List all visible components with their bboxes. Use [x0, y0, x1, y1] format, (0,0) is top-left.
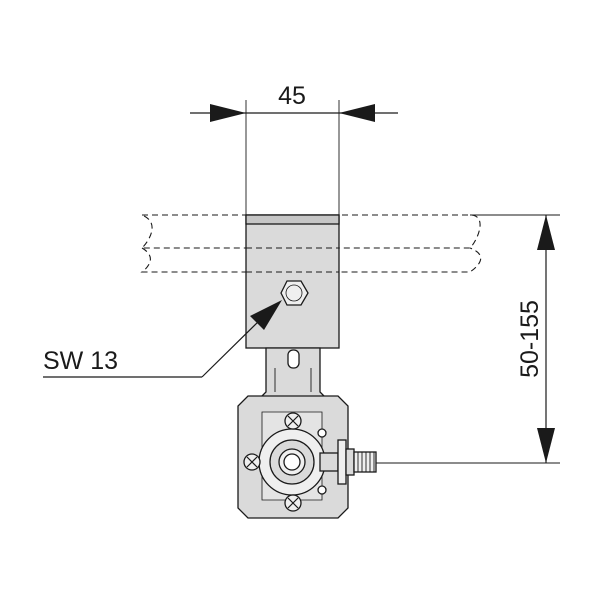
height-dimension: 50-155	[376, 214, 560, 464]
side-hole-top	[317, 428, 327, 438]
threaded-fitting-icon	[319, 439, 377, 485]
bracket-top-edge	[245, 214, 340, 225]
clamp-bracket	[245, 214, 340, 349]
hex-bolt-icon	[280, 280, 309, 306]
cross-screw-icon	[243, 453, 261, 471]
connecting-stem	[256, 347, 330, 401]
cross-screw-icon	[284, 494, 302, 512]
arrow-right-icon	[210, 104, 246, 122]
leader-diagonal	[201, 317, 263, 378]
wrench-size-label: SW 13	[43, 347, 118, 375]
arrow-down-icon	[537, 428, 555, 463]
leader-arrow-icon	[250, 300, 282, 330]
arrow-up-icon	[537, 215, 555, 250]
central-hole	[283, 453, 301, 471]
stem-slot	[287, 349, 300, 369]
phantom-beam-top	[140, 214, 481, 249]
side-hole-bottom	[317, 485, 327, 495]
wrench-size-callout: SW 13	[43, 300, 282, 378]
width-dimension-label: 45	[278, 82, 306, 110]
lower-housing	[237, 395, 349, 519]
width-dimension: 45	[190, 82, 398, 215]
cross-screw-icon	[284, 412, 302, 430]
height-dimension-label: 50-155	[516, 300, 544, 378]
arrow-left-icon	[339, 104, 375, 122]
